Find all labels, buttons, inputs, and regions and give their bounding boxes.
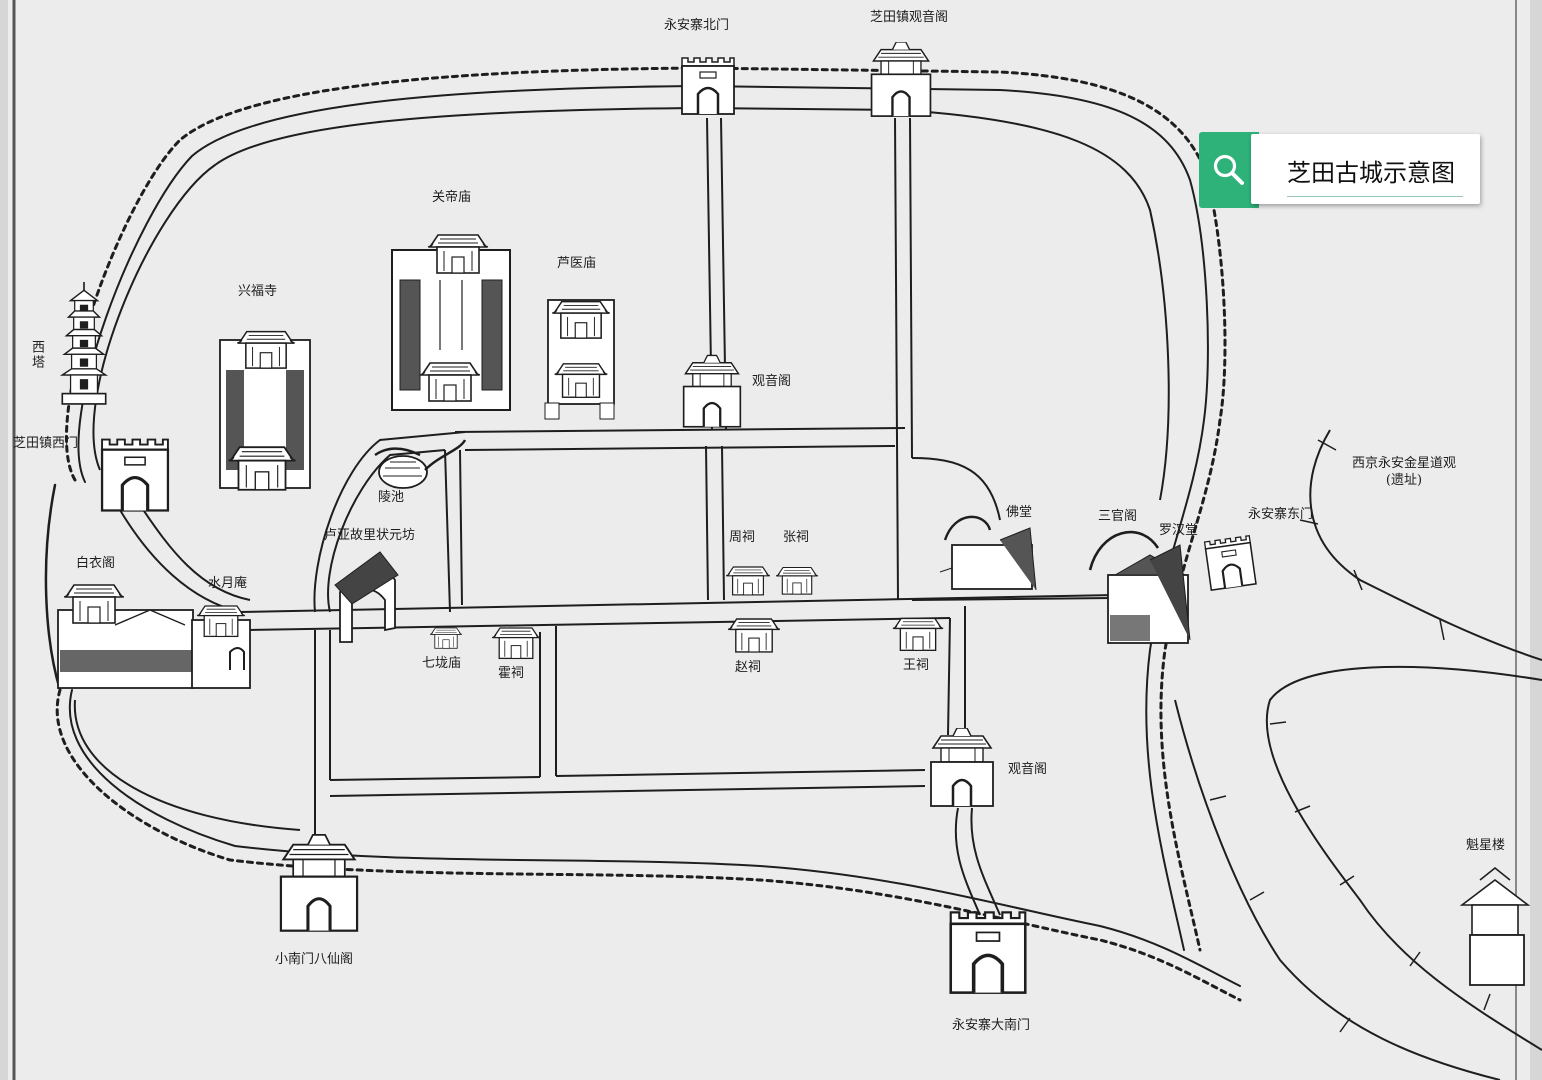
shrine-zhou (726, 566, 770, 596)
inner-moat (73, 106, 1170, 831)
gate-west (100, 437, 170, 513)
label-zhao: 赵祠 (735, 660, 762, 675)
hall-fotang (939, 515, 1037, 591)
gate-small-south (279, 833, 359, 933)
label-luohan: 罗汉堂 (1159, 523, 1199, 538)
tower-guanyin-center (682, 354, 742, 428)
shrine-zhang (776, 566, 818, 595)
label-zhuangyuan: 卢亚故里状元坊 (324, 528, 416, 543)
label-west-gate: 芝田镇西门 (13, 436, 79, 451)
city-wall (44, 66, 1242, 1002)
label-sanguan: 三官阁 (1098, 509, 1138, 524)
label-zhitian-guanyin: 芝田镇观音阁 (870, 10, 949, 25)
label-zhou: 周祠 (729, 530, 756, 545)
label-guandi: 关帝庙 (432, 190, 472, 205)
label-huo: 霍祠 (498, 666, 525, 681)
gate-north (680, 56, 736, 116)
label-xingfu: 兴福寺 (238, 284, 278, 299)
label-guanyin-center: 观音阁 (752, 374, 792, 389)
label-daoguan: 西京永安金星道观 (遗址) (1352, 455, 1456, 489)
label-east-gate: 永安寨东门 (1248, 507, 1314, 522)
label-baiyi: 白衣阁 (76, 556, 116, 571)
search-icon (1213, 154, 1244, 185)
pond-lingchi (374, 439, 467, 489)
search-tag-underline (1287, 196, 1463, 197)
label-daoguan-name: 西京永安金星道观 (1352, 456, 1457, 471)
label-qihu: 七垅庙 (422, 656, 462, 671)
search-tag-text: 芝田古城示意图 (1287, 159, 1455, 187)
arch-zhuangyuan (334, 551, 399, 643)
label-wang: 王祠 (903, 658, 930, 673)
label-luyi: 芦医庙 (557, 256, 597, 271)
search-tag[interactable]: 芝田古城示意图 (1199, 132, 1480, 208)
gate-zhitian-guanyin (870, 42, 932, 118)
tower-kuixing (1459, 866, 1531, 986)
river (1174, 429, 1542, 1080)
temple-xingfu (219, 330, 311, 492)
temple-guandi (391, 234, 511, 411)
hall-sanguan-luohan (1088, 530, 1191, 644)
gate-east (1202, 533, 1258, 593)
gate-south (948, 910, 1028, 995)
search-tag-label-box[interactable]: 芝田古城示意图 (1251, 134, 1480, 204)
label-north-gate: 永安寨北门 (664, 18, 730, 33)
temple-luyi (544, 299, 615, 420)
label-fotang: 佛堂 (1006, 505, 1033, 520)
label-south-gate: 永安寨大南门 (952, 1018, 1031, 1033)
label-lingchi: 陵池 (378, 490, 405, 505)
label-kuixing: 魁星楼 (1466, 838, 1506, 853)
complex-baiyi-shuiyue (57, 584, 251, 689)
shrine-zhao (728, 618, 780, 653)
shrine-qihu (430, 627, 462, 649)
label-daoguan-note: (遗址) (1385, 473, 1423, 488)
label-guanyin-south: 观音阁 (1008, 762, 1048, 777)
tower-guanyin-south (929, 728, 995, 808)
label-zhang: 张祠 (783, 530, 810, 545)
search-icon-box[interactable] (1199, 132, 1259, 208)
label-xiaonan: 小南门八仙阁 (275, 952, 354, 967)
label-shuiyue: 水月庵 (208, 576, 248, 591)
shrine-huo (491, 627, 541, 660)
shrine-wang (892, 617, 944, 652)
river-ticks (1209, 439, 1491, 1033)
label-west-pagoda: 西塔 (29, 340, 44, 370)
